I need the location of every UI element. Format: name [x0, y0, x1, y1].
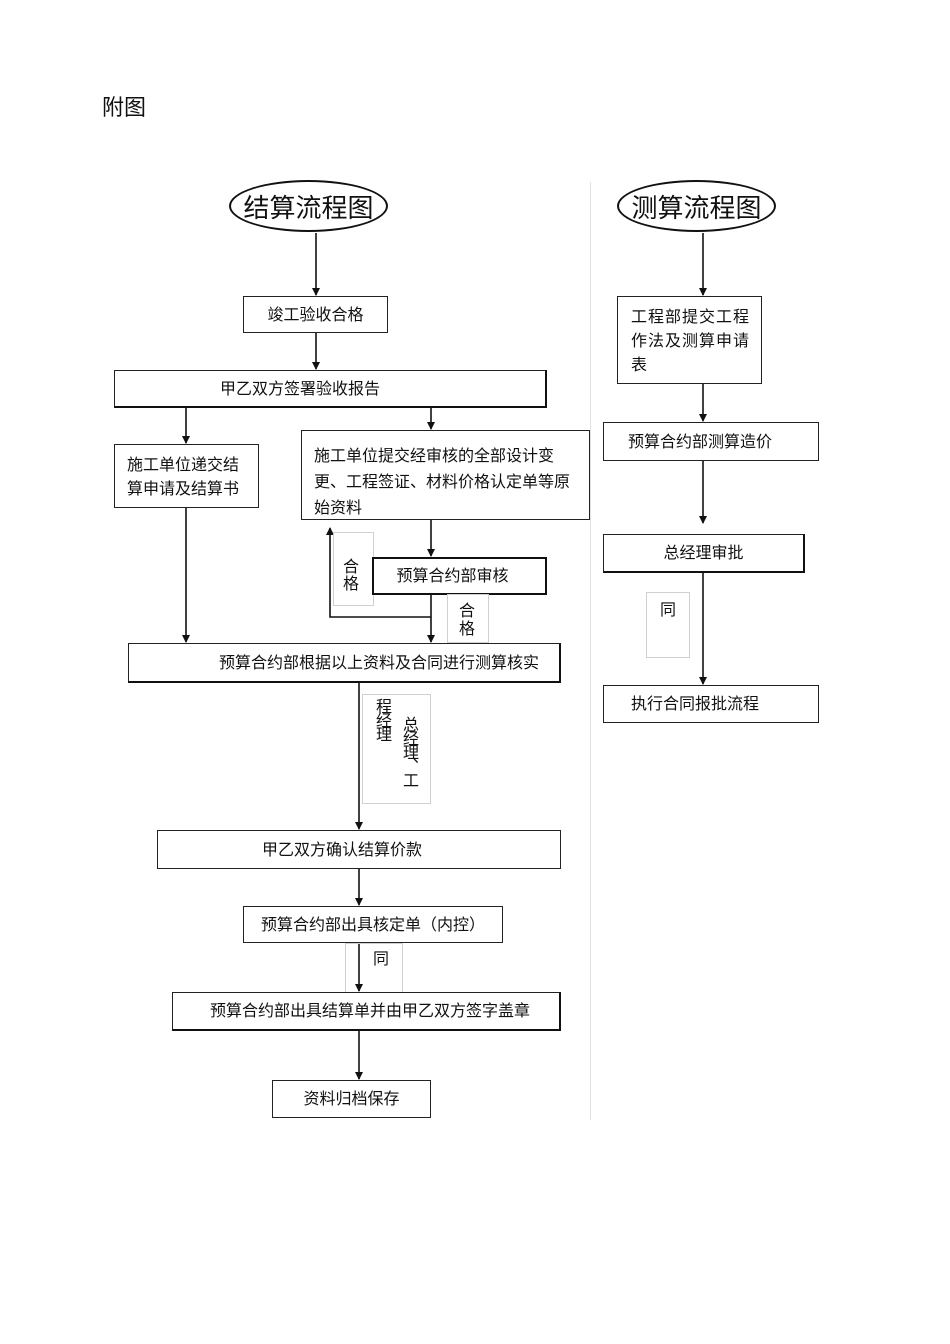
note-frame-right [447, 594, 489, 643]
step-acceptance: 竣工验收合格 [243, 296, 388, 333]
step-issue-statement: 预算合约部出具结算单并由甲乙双方签字盖章 [172, 992, 561, 1031]
note-managers-col1: 程经理 [373, 698, 392, 740]
step-issue-verification: 预算合约部出具核定单（内控） [243, 906, 503, 943]
step-submit-materials: 施工单位提交经审核的全部设计变更、工程签证、材料价格认定单等原始资料 [301, 430, 590, 520]
step-budget-estimate: 预算合约部测算造价 [603, 422, 819, 461]
step-sign-report: 甲乙双方签署验收报告 [114, 370, 547, 408]
step-budget-review: 预算合约部审核 [372, 557, 547, 595]
note-managers-col2: 总经理、工 [400, 716, 419, 786]
step-execute-contract: 执行合同报批流程 [603, 685, 819, 723]
step-submit-request: 工程部提交工程作法及测算申请表 [617, 296, 762, 384]
note-qualified-left-1: 合 [343, 557, 360, 576]
note-frame-managers [362, 694, 431, 804]
estimate-title: 测算流程图 [617, 180, 776, 232]
step-archive: 资料归档保存 [272, 1080, 431, 1118]
note-qualified-right-1: 合 [459, 601, 476, 620]
page-heading: 附图 [102, 96, 147, 121]
settlement-title: 结算流程图 [229, 180, 388, 232]
column-divider [590, 182, 591, 1120]
note-agree-settlement: 同 [373, 949, 390, 968]
note-frame-agree-right [646, 592, 690, 658]
note-agree-estimate: 同 [660, 600, 677, 619]
step-submit-application: 施工单位递交结算申请及结算书 [114, 444, 259, 508]
step-verify: 预算合约部根据以上资料及合同进行测算核实 [128, 643, 561, 683]
note-qualified-right-2: 格 [459, 619, 476, 638]
arrow-review-loop-back [326, 527, 431, 618]
step-confirm-price: 甲乙双方确认结算价款 [157, 830, 561, 869]
note-qualified-left-2: 格 [343, 574, 360, 593]
step-gm-approval: 总经理审批 [603, 534, 805, 573]
